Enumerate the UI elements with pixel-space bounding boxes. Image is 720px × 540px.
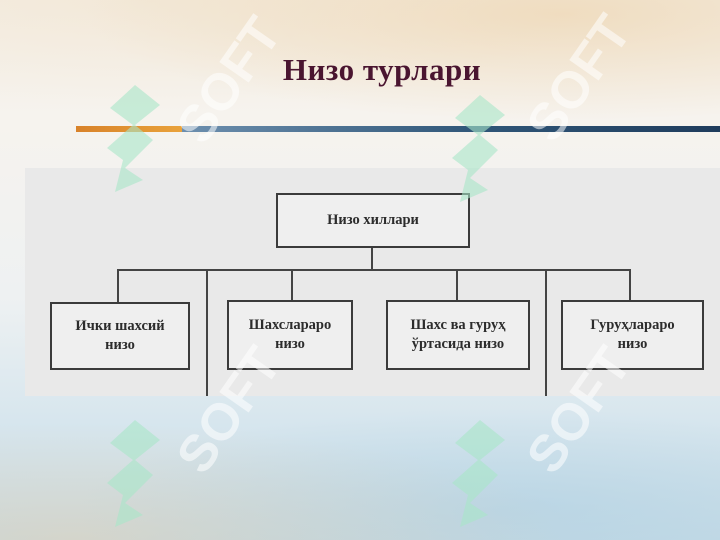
child-1-line-2: низо	[105, 337, 135, 353]
background-bottom-glow	[0, 390, 720, 540]
connector-root-down	[371, 247, 373, 270]
connector-horizontal-bar	[117, 269, 630, 271]
title-rule-blue	[182, 126, 720, 132]
slide-title: Низо турлари	[282, 52, 482, 87]
child-4-line-2: низо	[617, 336, 648, 352]
child-3-line-2: ўртасида низо	[411, 336, 505, 352]
divider-line-left	[206, 269, 208, 396]
child-2-line-2: низо	[275, 336, 305, 352]
diagram-root-box: Низо хиллари	[276, 193, 470, 248]
diagram-child-box-1: Ички шахсий низо	[50, 302, 190, 370]
connector-child-4	[629, 269, 631, 301]
diagram-child-box-4: Гуруҳлараро низо	[561, 300, 704, 370]
diagram-child-box-3: Шахс ва гуруҳ ўртасида низо	[386, 300, 530, 370]
diagram-root-label: Низо хиллари	[327, 212, 419, 228]
soft-logo-icon	[107, 420, 160, 527]
title-rule-orange	[76, 126, 182, 132]
connector-child-3	[456, 269, 458, 301]
connector-child-2	[291, 269, 293, 301]
connector-child-1	[117, 269, 119, 303]
divider-line-right	[545, 269, 547, 396]
soft-logo-icon	[452, 420, 505, 527]
child-1-line-1: Ички шахсий	[75, 318, 165, 334]
child-3-line-1: Шахс ва гуруҳ	[410, 317, 506, 333]
child-2-line-1: Шахслараро	[248, 317, 332, 333]
diagram-child-box-2: Шахслараро низо	[227, 300, 353, 370]
child-4-line-1: Гуруҳлараро	[590, 317, 675, 333]
